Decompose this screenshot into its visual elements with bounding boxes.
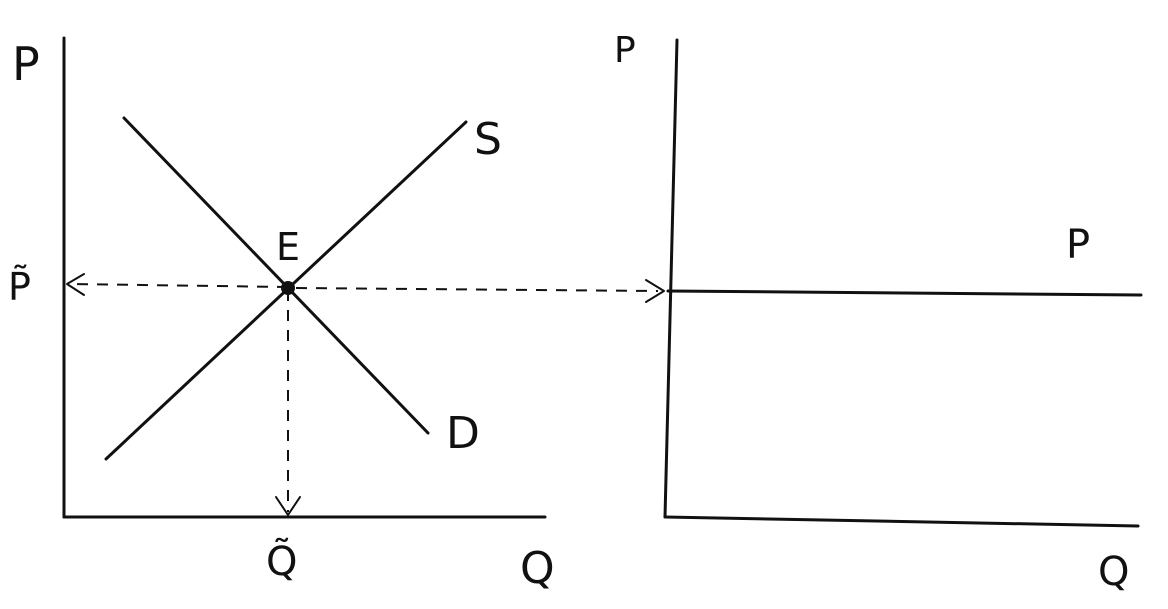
demand-label: D — [446, 408, 480, 459]
equilibrium-point — [281, 281, 295, 295]
price-guide-dashed — [69, 283, 289, 288]
quantity-guide-arrowhead — [275, 496, 301, 516]
demand-curve — [122, 116, 430, 435]
right-y-axis — [663, 38, 679, 519]
price-guide-arrowhead — [66, 273, 85, 296]
right-y-axis-label: P — [614, 30, 636, 71]
price-line — [666, 289, 1143, 297]
supply-label: S — [474, 114, 502, 165]
transfer-guide-dashed — [295, 287, 659, 292]
equilibrium-label: E — [276, 225, 300, 269]
left-graph: P Q S D E P̃ Q̃ — [8, 36, 555, 594]
right-graph: P Q P — [614, 30, 1143, 595]
left-x-axis-label: Q — [520, 543, 555, 594]
price-line-label: P — [1066, 222, 1090, 268]
quantity-tick-label: Q̃ — [266, 537, 297, 585]
left-y-axis-label: P — [12, 37, 40, 91]
transfer-guide-arrowhead — [645, 279, 665, 303]
right-x-axis-label: Q — [1098, 549, 1129, 595]
price-tick-label: P̃ — [8, 265, 31, 309]
right-x-axis — [663, 515, 1140, 528]
